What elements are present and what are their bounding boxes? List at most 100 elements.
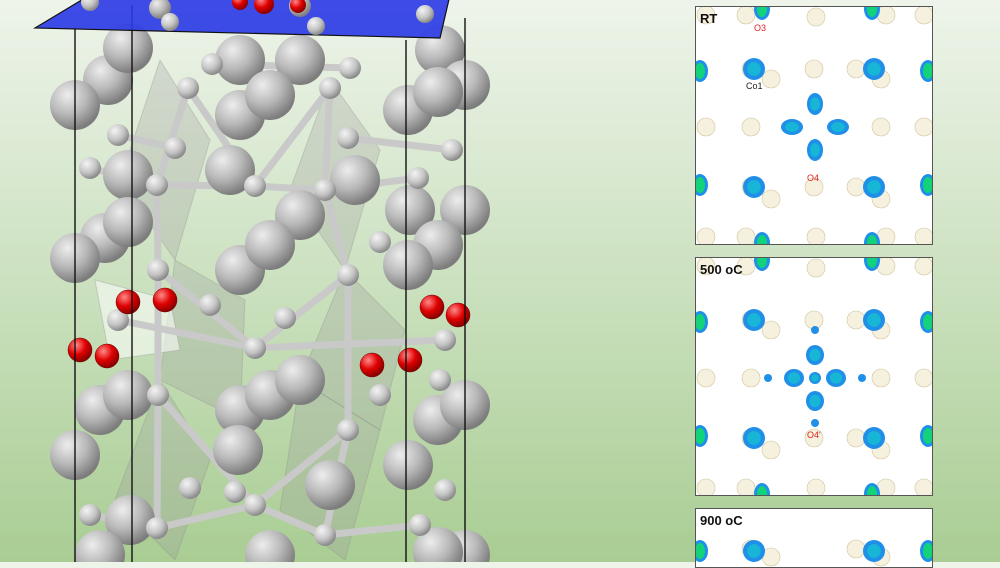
ghost-density — [696, 117, 716, 137]
label-o4-prime: O4' — [807, 430, 821, 440]
edge-density-core — [923, 314, 932, 330]
o4-density-core — [811, 374, 819, 382]
large-cation-atom — [213, 425, 263, 475]
density-panel-rt: RT O3 Co1 O4 — [695, 6, 933, 245]
bond — [321, 186, 352, 279]
ghost-density — [804, 177, 824, 197]
ghost-density — [761, 320, 781, 340]
ghost-density — [736, 478, 756, 495]
large-cation-atom — [305, 460, 355, 510]
o4-prime-density — [811, 419, 819, 427]
small-cation-atom — [164, 137, 186, 159]
o4-prime-density — [764, 374, 772, 382]
small-cation-atom — [244, 494, 266, 516]
small-cation-atom — [441, 139, 463, 161]
small-cation-atom — [314, 179, 336, 201]
bond — [344, 134, 456, 154]
ghost-density — [914, 368, 932, 388]
ghost-density — [806, 478, 826, 495]
ghost-density — [696, 258, 716, 276]
ghost-density — [741, 117, 761, 137]
ghost-density — [761, 189, 781, 209]
edge-density-core — [696, 63, 705, 79]
ghost-density — [846, 310, 866, 330]
small-cation-atom — [199, 294, 221, 316]
large-cation-atom — [275, 35, 325, 85]
ghost-density — [736, 258, 756, 276]
ghost-density — [761, 69, 781, 89]
bond — [251, 84, 334, 190]
o4-density-core — [809, 394, 821, 408]
edge-density-core — [696, 428, 705, 444]
large-cation-atom — [245, 220, 295, 270]
co-density-core — [867, 62, 881, 76]
large-cation-atom — [413, 527, 463, 562]
ghost-density — [846, 539, 866, 559]
oxygen-atom — [67, 337, 93, 363]
large-cation-atom — [275, 355, 325, 405]
bond — [153, 391, 162, 532]
o4-density-core — [787, 372, 801, 384]
lattice-plane — [32, 0, 450, 39]
large-cation-atom — [105, 495, 155, 545]
small-cation-atom — [339, 57, 361, 79]
co-density-core — [747, 62, 761, 76]
small-cation-atom — [274, 307, 296, 329]
small-cation-atom — [146, 174, 168, 196]
small-cation-atom — [409, 514, 431, 536]
ghost-density — [761, 440, 781, 460]
edge-density-core — [757, 258, 767, 268]
edge-density-core — [757, 7, 767, 17]
large-cation-atom — [75, 530, 125, 562]
large-cation-atom — [383, 440, 433, 490]
ghost-density — [696, 227, 716, 244]
small-cation-atom — [147, 259, 169, 281]
small-cation-atom — [337, 419, 359, 441]
ghost-density — [846, 177, 866, 197]
large-cation-atom — [385, 185, 435, 235]
large-cation-atom — [330, 155, 380, 205]
co-density-core — [747, 180, 761, 194]
small-cation-atom — [407, 167, 429, 189]
edge-density-core — [867, 7, 877, 17]
ghost-density — [804, 59, 824, 79]
o4-density-core — [785, 122, 799, 132]
small-cation-atom — [107, 124, 129, 146]
co-density-core — [867, 544, 881, 558]
small-cation-atom — [179, 477, 201, 499]
ghost-density — [914, 227, 932, 244]
small-cation-atom — [319, 77, 341, 99]
label-o3: O3 — [754, 23, 767, 33]
ghost-density — [914, 117, 932, 137]
large-cation-atom — [103, 23, 153, 73]
o4-density-core — [831, 122, 845, 132]
bond — [251, 271, 352, 352]
co-density-core — [747, 313, 761, 327]
o4-density-core — [829, 372, 843, 384]
density-panel-500c: 500 oC O4' — [695, 257, 933, 496]
ghost-density — [846, 428, 866, 448]
ghost-density — [696, 7, 716, 25]
co-density-core — [747, 544, 761, 558]
small-cation-atom — [434, 479, 456, 501]
panel-title-rt: RT — [700, 11, 718, 26]
small-cation-atom — [337, 127, 359, 149]
ghost-density — [871, 117, 891, 137]
panel-title-500c: 500 oC — [700, 262, 743, 277]
edge-density-core — [867, 235, 877, 244]
ghost-density — [804, 428, 824, 448]
o4-prime-density — [811, 326, 819, 334]
ghost-density — [806, 227, 826, 244]
bond — [251, 501, 329, 539]
small-cation-atom — [79, 504, 101, 526]
density-map-rt — [696, 7, 932, 244]
small-cation-atom — [201, 53, 223, 75]
ghost-density — [696, 478, 716, 495]
bond — [153, 501, 259, 532]
ghost-density — [806, 258, 826, 278]
ghost-density — [846, 59, 866, 79]
edge-density-core — [757, 486, 767, 495]
co-density-core — [867, 431, 881, 445]
density-map-500c — [696, 258, 932, 495]
ghost-density — [806, 7, 826, 27]
